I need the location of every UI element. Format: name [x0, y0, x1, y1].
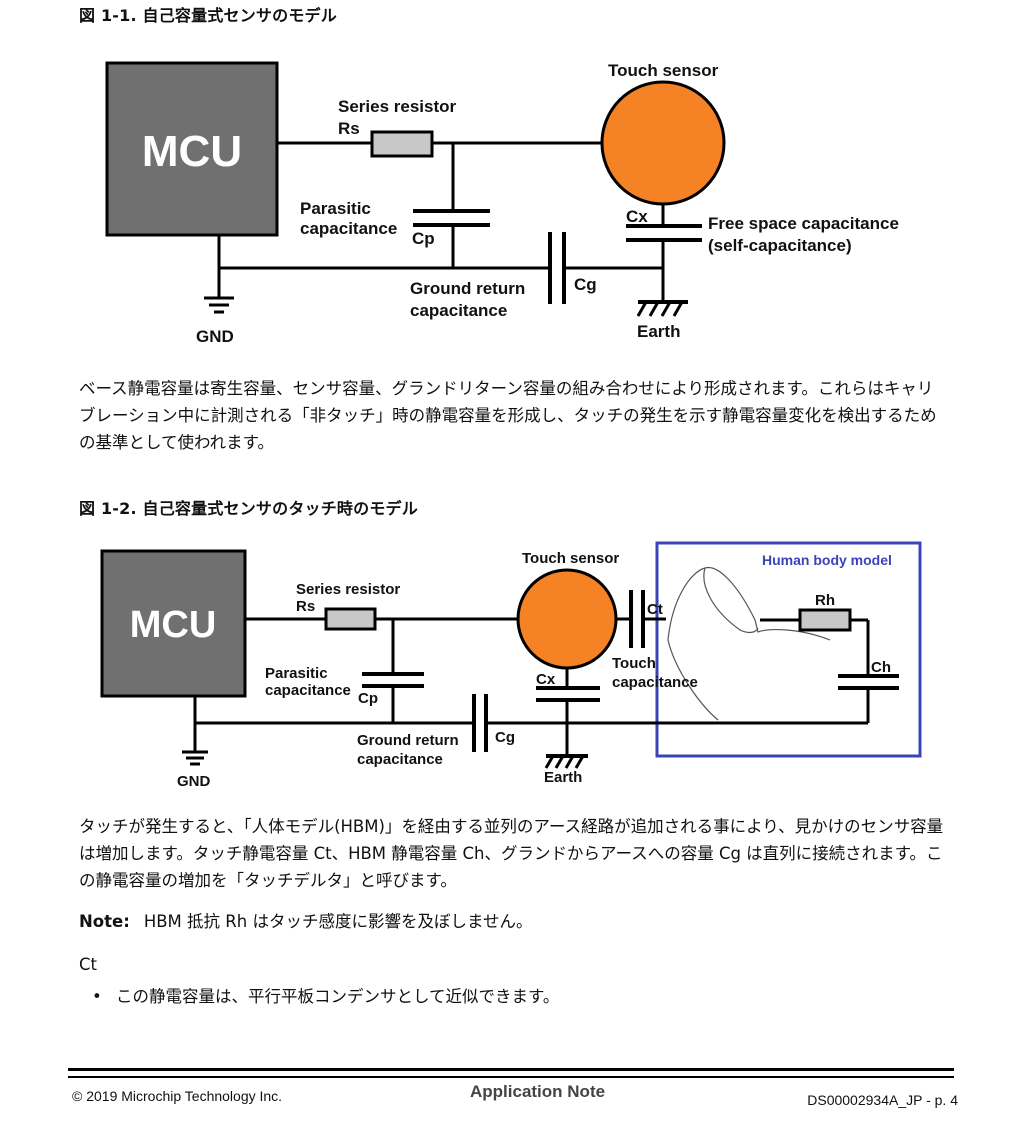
note-label: Note:	[79, 912, 130, 931]
series-resistor-label: Series resistor	[296, 581, 400, 598]
series-resistor-label: Series resistor	[338, 97, 457, 116]
paragraph-1: ベース静電容量は寄生容量、センサ容量、グランドリターン容量の組み合わせにより形成…	[79, 379, 937, 452]
rs-label: Rs	[296, 598, 315, 615]
mcu-block	[105, 61, 279, 237]
footer-page-id: DS00002934A_JP - p. 4	[807, 1092, 958, 1108]
figure-1-diagram: MCU Touch sensor Series resistor Rs Para…	[105, 61, 899, 346]
paragraph-2: タッチが発生すると、「人体モデル(HBM)」を経由する並列のアース経路が追加され…	[79, 817, 944, 890]
note: Note: HBM 抵抗 Rh はタッチ感度に影響を及ぼしません。	[79, 908, 532, 932]
bullet-item: • この静電容量は、平行平板コンデンサとして近似できます。	[92, 983, 559, 1007]
footer-rule-thick	[68, 1068, 954, 1071]
bullet-symbol: •	[92, 987, 102, 1006]
cp-label: Cp	[358, 690, 378, 707]
human-body-model-label: Human body model	[762, 552, 892, 568]
ct-label: Ct	[647, 601, 663, 618]
gnd-symbol	[182, 750, 208, 766]
cx-label: Cx	[626, 207, 648, 226]
touch-sensor	[600, 80, 726, 206]
touch-capacitance-label: capacitance	[612, 674, 698, 691]
series-resistor	[370, 130, 434, 158]
rh-resistor	[798, 608, 852, 632]
earth-label: Earth	[544, 769, 582, 786]
mcu-label: MCU	[130, 604, 217, 646]
rs-label: Rs	[338, 119, 360, 138]
rh-label: Rh	[815, 592, 835, 609]
mcu-block	[100, 549, 247, 698]
cp-label: Cp	[412, 229, 435, 248]
parasitic-label: Parasitic	[300, 199, 371, 218]
ground-return-capacitance-label: capacitance	[410, 301, 507, 320]
mcu-label: MCU	[142, 127, 242, 176]
figure-2-title: 図 1-2. 自己容量式センサのタッチ時のモデル	[79, 499, 418, 518]
ground-return-label: Ground return	[357, 732, 459, 749]
finger-sketch	[667, 566, 831, 721]
figure-1-title: 図 1-1. 自己容量式センサのモデル	[79, 6, 337, 25]
earth-symbol	[544, 754, 588, 769]
earth-label: Earth	[637, 322, 680, 341]
human-body-model-box	[655, 541, 922, 758]
cg-label: Cg	[574, 275, 597, 294]
ground-return-label: Ground return	[410, 279, 525, 298]
ct-heading: Ct	[79, 955, 97, 974]
note-text: HBM 抵抗 Rh はタッチ感度に影響を及ぼしません。	[143, 912, 533, 931]
footer-doc-type: Application Note	[470, 1082, 606, 1101]
parasitic-capacitance-label: capacitance	[300, 219, 397, 238]
gnd-label: GND	[177, 773, 211, 790]
cg-label: Cg	[495, 729, 515, 746]
gnd-symbol	[204, 296, 234, 314]
self-cap-label: (self-capacitance)	[708, 236, 852, 255]
touch-sensor	[516, 568, 618, 670]
touch-sensor-label: Touch sensor	[608, 61, 719, 80]
earth-symbol	[636, 300, 688, 317]
gnd-label: GND	[196, 327, 234, 346]
footer-rule-thin	[68, 1076, 954, 1078]
touch-label: Touch	[612, 655, 656, 672]
touch-sensor-label: Touch sensor	[522, 550, 619, 567]
series-resistor	[324, 607, 377, 631]
parasitic-label: Parasitic	[265, 665, 328, 682]
parasitic-capacitance-label: capacitance	[265, 682, 351, 699]
bullet-text: この静電容量は、平行平板コンデンサとして近似できます。	[116, 987, 560, 1006]
free-space-label: Free space capacitance	[708, 214, 899, 233]
cx-label: Cx	[536, 671, 556, 688]
ch-label: Ch	[871, 659, 891, 676]
footer-copyright: © 2019 Microchip Technology Inc.	[72, 1088, 283, 1104]
ground-return-capacitance-label: capacitance	[357, 751, 443, 768]
figure-2-diagram: Human body model MCU	[100, 541, 922, 790]
